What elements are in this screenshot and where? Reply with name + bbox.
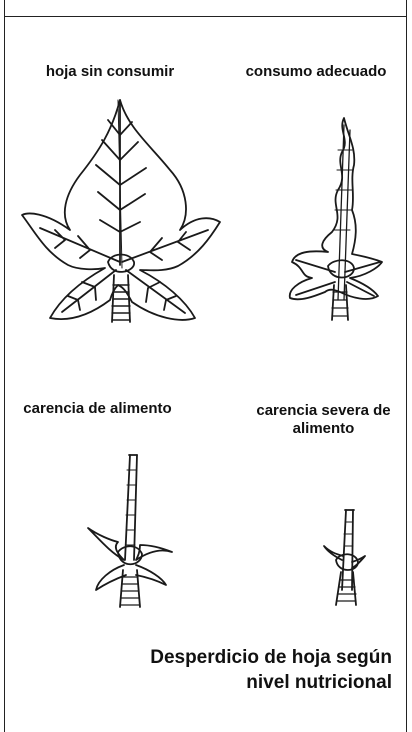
label-severe-shortage: carencia severa de alimento: [236, 402, 411, 438]
figure-frame: [4, 0, 407, 732]
label-food-shortage: carencia de alimento: [23, 400, 172, 417]
label-severe-line1: carencia severa de: [256, 402, 391, 419]
caption-line1: Desperdicio de hoja según: [150, 647, 392, 668]
label-severe-line2: alimento: [292, 420, 355, 437]
label-adequate-consumption: consumo adecuado: [245, 63, 387, 80]
figure-top-border: [4, 16, 407, 17]
label-uneaten-leaf: hoja sin consumir: [45, 63, 175, 80]
caption-line2: nivel nutricional: [246, 672, 392, 693]
figure-caption: Desperdicio de hoja según nivel nutricio…: [132, 645, 392, 695]
